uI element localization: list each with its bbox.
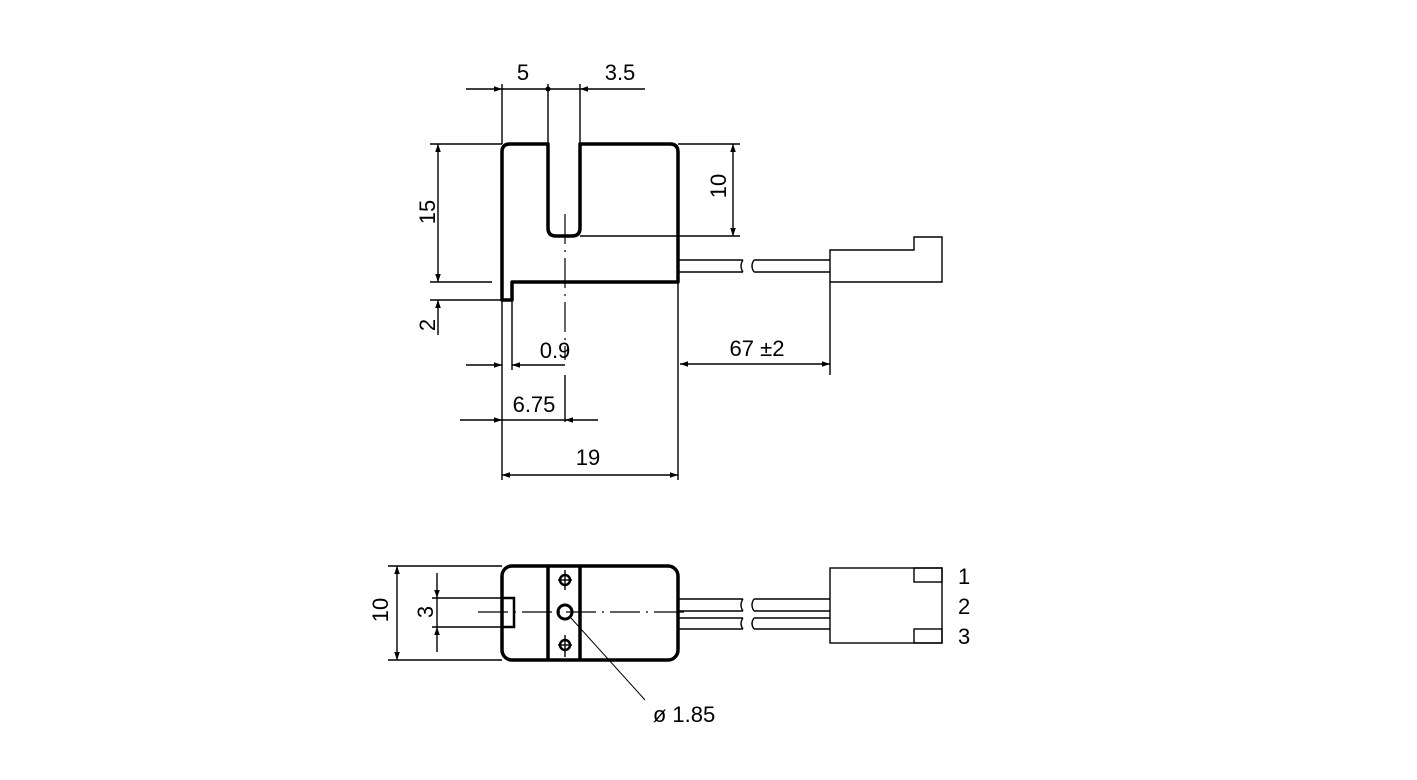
hole (556, 603, 574, 621)
connector-bottom (829, 567, 943, 644)
screw-icon (558, 570, 572, 590)
cable (678, 259, 830, 273)
pin-1-label: 1 (958, 564, 970, 589)
dim-3: 3 (413, 606, 438, 618)
pin-2-label: 2 (958, 594, 970, 619)
dim-0-9: 0.9 (540, 338, 571, 363)
sensor-body-outline (500, 142, 680, 302)
dim-cable-length: 67 ±2 (730, 336, 785, 361)
dim-19: 19 (576, 445, 600, 470)
dim-10-top: 10 (706, 174, 731, 198)
dim-5: 5 (517, 60, 529, 85)
pin-3-label: 3 (958, 624, 970, 649)
cable (678, 598, 830, 630)
sensor-body-bottom (500, 564, 680, 662)
connector (829, 236, 943, 283)
dim-2: 2 (415, 319, 440, 331)
dim-10-bottom: 10 (368, 598, 393, 622)
screw-icon (558, 635, 572, 657)
dim-hole-diameter: ø 1.85 (653, 702, 715, 727)
dim-3-5: 3.5 (605, 60, 636, 85)
bottom-view: 10 3 ø 1.85 1 2 3 (368, 564, 970, 727)
dim-6-75: 6.75 (513, 392, 556, 417)
dim-15: 15 (415, 200, 440, 224)
top-view: 5 3.5 15 2 10 0.9 6.75 19 6 (415, 60, 943, 480)
